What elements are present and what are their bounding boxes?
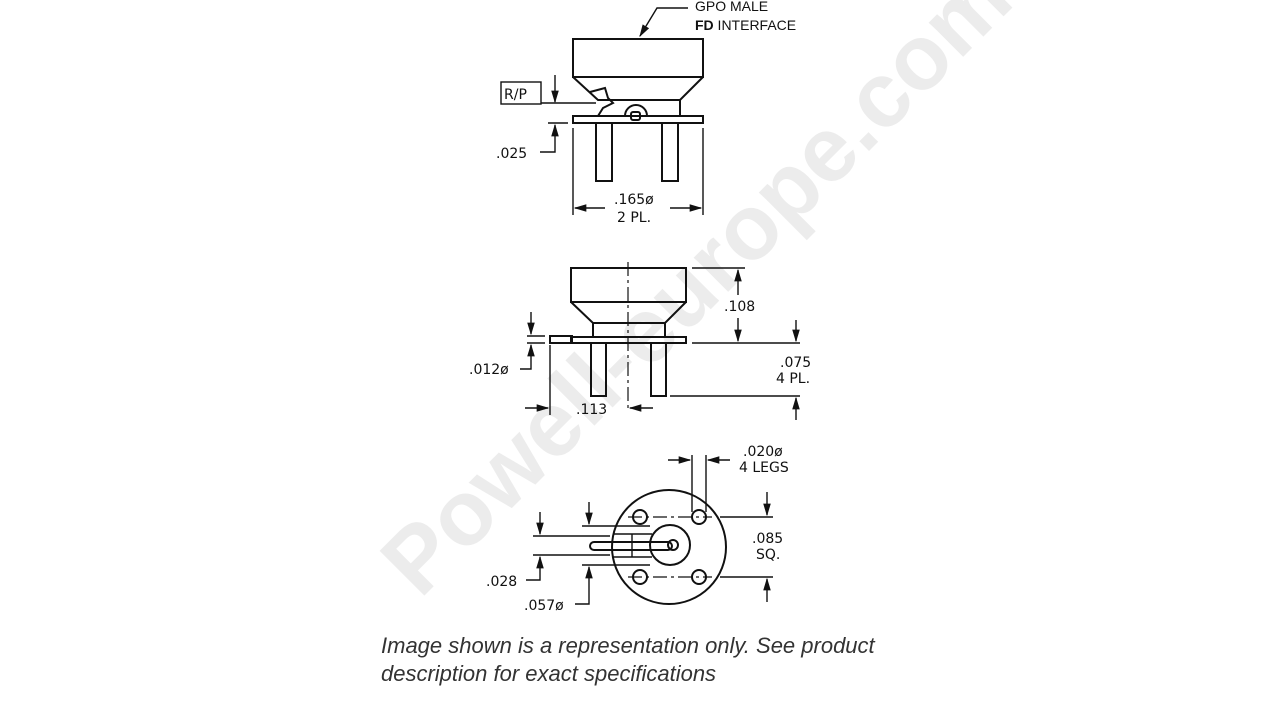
front-view: .108 .075 4 PL. .012ø .113 — [469, 262, 811, 420]
solder-feature — [589, 86, 615, 117]
side-view: GPO MALE FD INTERFACE R/P .025 .165ø 2 P… — [496, 0, 796, 226]
center-pin-tab — [589, 541, 673, 551]
leg — [661, 122, 679, 182]
center-pin-tab — [549, 335, 573, 344]
flange — [572, 115, 704, 124]
bottom-view: .020ø 4 LEGS .085 SQ. .028 .057ø — [486, 444, 789, 614]
connector-body — [572, 38, 704, 78]
disclaimer-caption: Image shown is a representation only. Se… — [381, 632, 941, 688]
dim-085: .085 — [752, 531, 783, 547]
connector-taper — [570, 301, 687, 324]
dim-012: .012ø — [469, 362, 509, 378]
dim-085-sq: SQ. — [756, 547, 780, 563]
dim-113: .113 — [576, 402, 607, 418]
dim-020-qty: 4 LEGS — [739, 460, 789, 476]
connector-taper — [572, 76, 704, 101]
leg — [590, 342, 607, 397]
callout-leader — [639, 7, 688, 38]
watermark: Powell-europe.com — [362, 0, 1031, 614]
leg — [595, 122, 613, 182]
rp-box — [500, 81, 542, 105]
callout-line2: FD INTERFACE — [695, 17, 796, 33]
rp-label: R/P — [504, 87, 527, 103]
caption-line-1: Image shown is a representation only. Se… — [381, 633, 875, 658]
dim-075: .075 — [780, 355, 811, 371]
dim-025: .025 — [496, 146, 527, 162]
dim-108: .108 — [724, 299, 755, 315]
dim-020: .020ø — [743, 444, 783, 460]
flange-circle — [611, 489, 727, 605]
dim-075-qty: 4 PL. — [776, 371, 810, 387]
dim-165: .165ø — [614, 192, 654, 208]
caption-line-2: description for exact specifications — [381, 661, 717, 686]
dim-057: .057ø — [524, 598, 564, 614]
center-pin-hump — [624, 104, 648, 117]
callout-line1: GPO MALE — [695, 0, 768, 14]
leg — [650, 342, 667, 397]
dim-028: .028 — [486, 574, 517, 590]
center-pin-boss — [649, 524, 691, 566]
center-pin — [667, 539, 679, 551]
dim-165-qty: 2 PL. — [617, 210, 651, 226]
